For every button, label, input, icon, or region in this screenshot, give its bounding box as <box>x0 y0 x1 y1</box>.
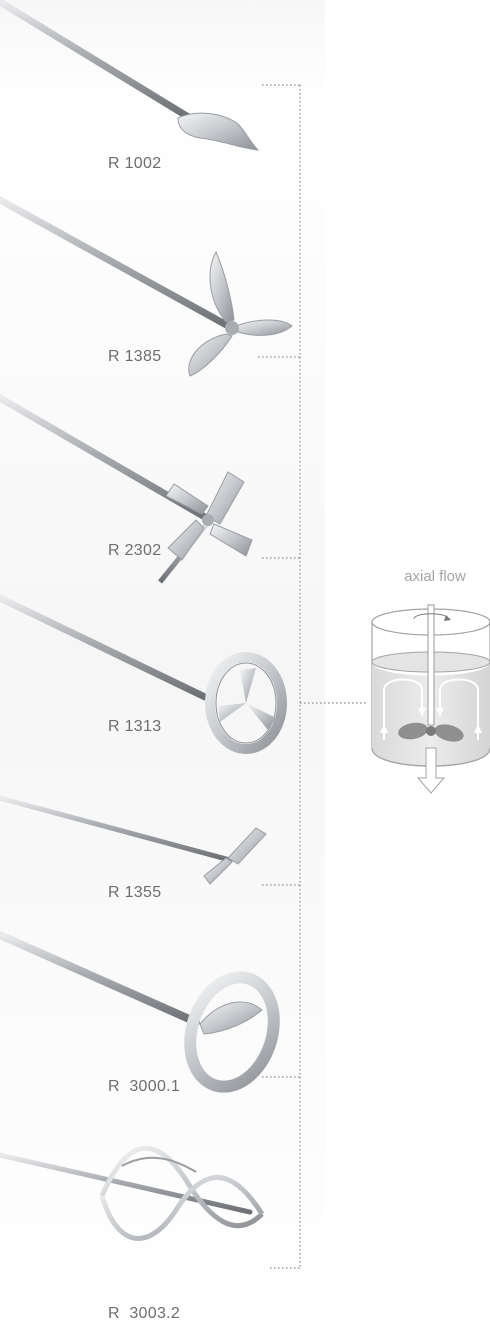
axial-flow-title: axial flow <box>404 568 466 585</box>
stirrer-r1355 <box>0 795 267 885</box>
axial-flow-diagram <box>371 604 490 794</box>
model-label-r1002: R 1002 <box>108 155 162 172</box>
stirrer-r1313 <box>0 594 287 754</box>
stirrer-r1385 <box>0 196 293 377</box>
model-label-r1355: R 1355 <box>108 884 162 901</box>
connector-bracket <box>258 84 366 1269</box>
model-label-r1385: R 1385 <box>108 348 162 365</box>
stirrer-r3000-1 <box>0 931 280 1093</box>
model-label-r3003-2: R 3003.2 <box>108 1305 181 1322</box>
stirrer-r2302 <box>0 394 253 584</box>
stirrer-r3003-2 <box>0 1145 265 1241</box>
model-label-r2302: R 2302 <box>108 542 162 559</box>
stirrer-r1002 <box>0 0 260 151</box>
model-label-r1313: R 1313 <box>108 718 162 735</box>
model-label-r3000-1: R 3000.1 <box>108 1078 181 1095</box>
